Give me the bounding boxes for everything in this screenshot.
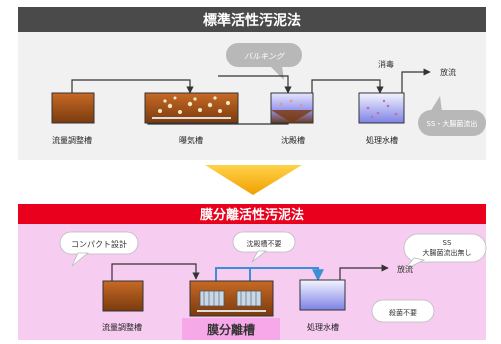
no-outflow-line2: 大腸菌流出無し bbox=[423, 248, 472, 257]
ss-outflow-label: SS・大腸菌流出 bbox=[427, 119, 478, 128]
no-disinfection-label: 殺菌不要 bbox=[389, 308, 417, 317]
membrane-tank-label: 膜分離槽 bbox=[207, 322, 255, 337]
bottom-discharge-label: 放流 bbox=[397, 264, 413, 274]
top-flow-adjust-label: 流量調整槽 bbox=[52, 135, 92, 145]
top-flow-adjust-tank bbox=[51, 92, 95, 124]
compact-design-bubble: コンパクト設計 bbox=[59, 231, 139, 267]
membrane-module-1-icon bbox=[199, 290, 225, 307]
no-sedimentation-label: 沈殿槽不要 bbox=[247, 239, 282, 248]
bottom-title: 膜分離活性汚泥法 bbox=[200, 207, 304, 223]
no-disinfection-bubble: 殺菌不要 bbox=[371, 299, 435, 323]
top-title: 標準活性汚泥法 bbox=[203, 12, 301, 29]
top-aeration-tank bbox=[144, 92, 239, 124]
top-sedimentation-tank bbox=[270, 92, 314, 124]
bottom-flow-adjust-tank bbox=[102, 280, 144, 312]
membrane-label-background bbox=[182, 318, 280, 340]
membrane-separation-tank bbox=[189, 280, 274, 317]
bottom-treated-water-label: 処理水槽 bbox=[307, 322, 339, 332]
bottom-treated-water-tank bbox=[299, 279, 346, 311]
no-outflow-line1: SS bbox=[443, 239, 452, 247]
top-treated-water-tank bbox=[358, 92, 405, 124]
ss-outflow-bubble: SS・大腸菌流出 bbox=[418, 96, 486, 136]
no-sedimentation-bubble: 沈殿槽不要 bbox=[232, 231, 296, 263]
bulking-label: バルキング bbox=[244, 52, 286, 61]
membrane-module-2-icon bbox=[236, 290, 262, 307]
aeration-label: 曝気槽 bbox=[179, 135, 203, 145]
top-discharge-label: 放流 bbox=[440, 67, 456, 77]
bottom-flow-lines bbox=[111, 263, 389, 282]
top-header-bar bbox=[18, 7, 486, 32]
sedimentation-label: 沈殿槽 bbox=[281, 135, 305, 145]
disinfection-label: 消毒 bbox=[378, 59, 394, 69]
no-outflow-bubble: SS 大腸菌流出無し bbox=[403, 233, 487, 271]
transition-arrow-icon bbox=[205, 165, 302, 195]
compact-design-label: コンパクト設計 bbox=[71, 239, 127, 249]
bottom-header-bar bbox=[18, 204, 486, 224]
bottom-flow-adjust-label: 流量調整槽 bbox=[102, 322, 142, 332]
top-treated-water-label: 処理水槽 bbox=[366, 135, 398, 145]
